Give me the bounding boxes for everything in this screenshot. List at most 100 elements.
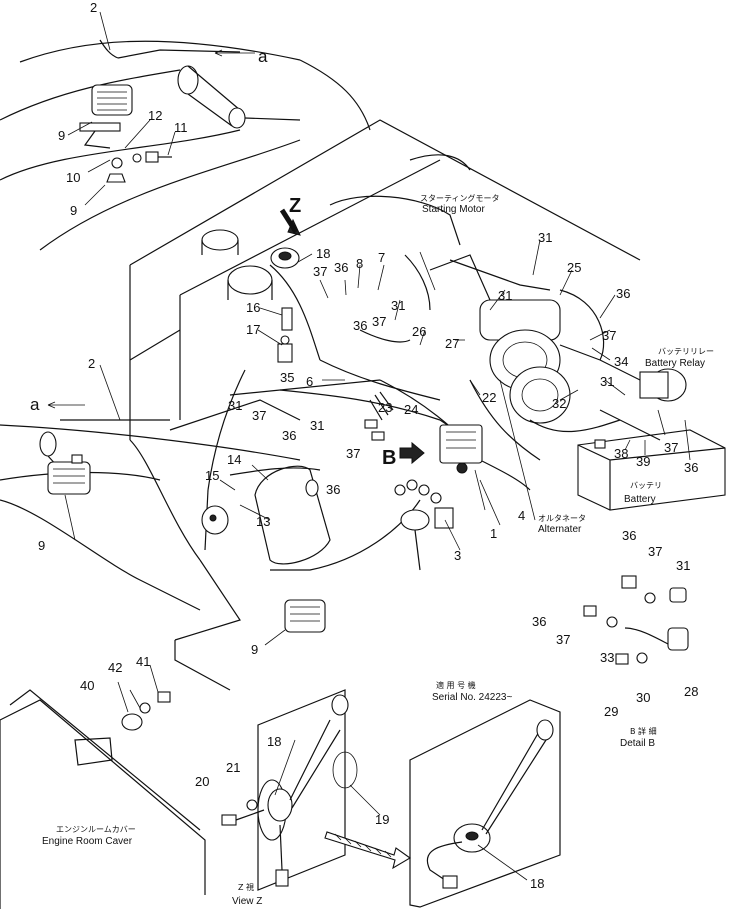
serial-panel [409, 699, 561, 908]
detail-b-label: Detail B [620, 738, 655, 749]
callout-13: 13 [256, 514, 270, 529]
serial-label: Serial No. 24223~ [432, 692, 512, 703]
engine-block [129, 119, 641, 691]
alternator-label: Alternater [538, 524, 582, 535]
callout-37: 37 [664, 440, 678, 455]
callout-37: 37 [372, 314, 386, 329]
callout-30: 30 [636, 690, 650, 705]
b-arrow [399, 441, 425, 465]
callout-25: 25 [567, 260, 581, 275]
callout-37: 37 [556, 632, 570, 647]
cab-outline [0, 39, 371, 251]
callout-40: 40 [80, 678, 94, 693]
callout-31: 31 [228, 398, 242, 413]
callout-35: 35 [280, 370, 294, 385]
callout-9: 9 [251, 642, 258, 657]
battery-relay-label-jp: バッテリリレー [658, 347, 714, 356]
callout-18: 18 [530, 876, 544, 891]
callout-23: 23 [378, 400, 392, 415]
work-light-left [47, 454, 91, 495]
battery-relay [639, 368, 687, 402]
work-light-loose [284, 599, 326, 633]
tank-shape [254, 465, 331, 565]
callout-37: 37 [346, 446, 360, 461]
detail-b-label-jp: B 詳 細 [630, 726, 657, 736]
callout-3: 3 [454, 548, 461, 563]
callout-11: 11 [174, 120, 188, 135]
callout-31: 31 [676, 558, 690, 573]
callout-19: 19 [375, 812, 389, 827]
callout-34: 34 [614, 354, 628, 369]
battery-label: Battery [624, 494, 656, 505]
callout-1: 1 [490, 526, 497, 541]
battery-label-jp: バッテリ [630, 481, 662, 490]
engine-cover-label: Engine Room Caver [42, 836, 133, 847]
callout-36: 36 [532, 614, 546, 629]
callout-36: 36 [334, 260, 348, 275]
callout-21: 21 [226, 760, 240, 775]
callout-41: 41 [136, 654, 150, 669]
z-arrow [279, 208, 301, 236]
view-z-label: View Z [232, 896, 262, 907]
frame-line-left [0, 419, 301, 611]
callout-7: 7 [378, 250, 385, 265]
callout-36: 36 [622, 528, 636, 543]
callout-39: 39 [636, 454, 650, 469]
engine-room-cover [0, 689, 206, 909]
hatched-arrow [324, 831, 412, 870]
callout-26: 26 [412, 324, 426, 339]
callout-12: 12 [148, 108, 162, 123]
marker-a-top: a [258, 47, 268, 66]
callout-42: 42 [108, 660, 122, 675]
callout-37: 37 [602, 328, 616, 343]
callout-15: 15 [205, 468, 219, 483]
callout-4: 4 [518, 508, 525, 523]
callout-2: 2 [90, 0, 97, 15]
callout-37: 37 [648, 544, 662, 559]
callout-31: 31 [310, 418, 324, 433]
callout-18: 18 [316, 246, 330, 261]
callout-31: 31 [538, 230, 552, 245]
callout-31: 31 [498, 288, 512, 303]
callout-28: 28 [684, 684, 698, 699]
callout-36: 36 [353, 318, 367, 333]
battery [577, 429, 726, 511]
alternator [509, 366, 571, 424]
callout-22: 22 [482, 390, 496, 405]
callout-27: 27 [445, 336, 459, 351]
sender-z [270, 247, 300, 269]
callout-33: 33 [600, 650, 614, 665]
callout-9: 9 [38, 538, 45, 553]
captions: スターティングモータ Starting Motor バッテリリレー Batter… [42, 193, 714, 907]
connector-cluster [364, 391, 454, 571]
callout-36: 36 [326, 482, 340, 497]
markers: a a Z B [30, 47, 396, 469]
callout-2: 2 [88, 356, 95, 371]
detail-b-drawing [583, 575, 689, 665]
callout-29: 29 [604, 704, 618, 719]
callout-numbers: 2 9 12 11 10 9 18 37 36 8 7 16 17 2 6 35… [38, 0, 698, 891]
callout-6: 6 [306, 374, 313, 389]
callout-31: 31 [600, 374, 614, 389]
callout-8: 8 [356, 256, 363, 271]
callout-36: 36 [616, 286, 630, 301]
callout-31: 31 [391, 298, 405, 313]
sensor-16-17 [277, 307, 293, 363]
pedestal-arm [177, 65, 301, 129]
callout-16: 16 [246, 300, 260, 315]
callout-38: 38 [614, 446, 628, 461]
view-z-panel [221, 689, 358, 891]
callout-9: 9 [58, 128, 65, 143]
callout-37: 37 [252, 408, 266, 423]
leader-lines [64, 11, 691, 881]
callout-18: 18 [267, 734, 281, 749]
callout-20: 20 [195, 774, 209, 789]
callout-32: 32 [552, 396, 566, 411]
battery-cable [449, 259, 661, 441]
engine-cover-label-jp: エンジンルームカバー [56, 825, 136, 834]
callout-14: 14 [227, 452, 241, 467]
marker-b: B [382, 447, 396, 469]
bolt-11 [132, 151, 172, 163]
